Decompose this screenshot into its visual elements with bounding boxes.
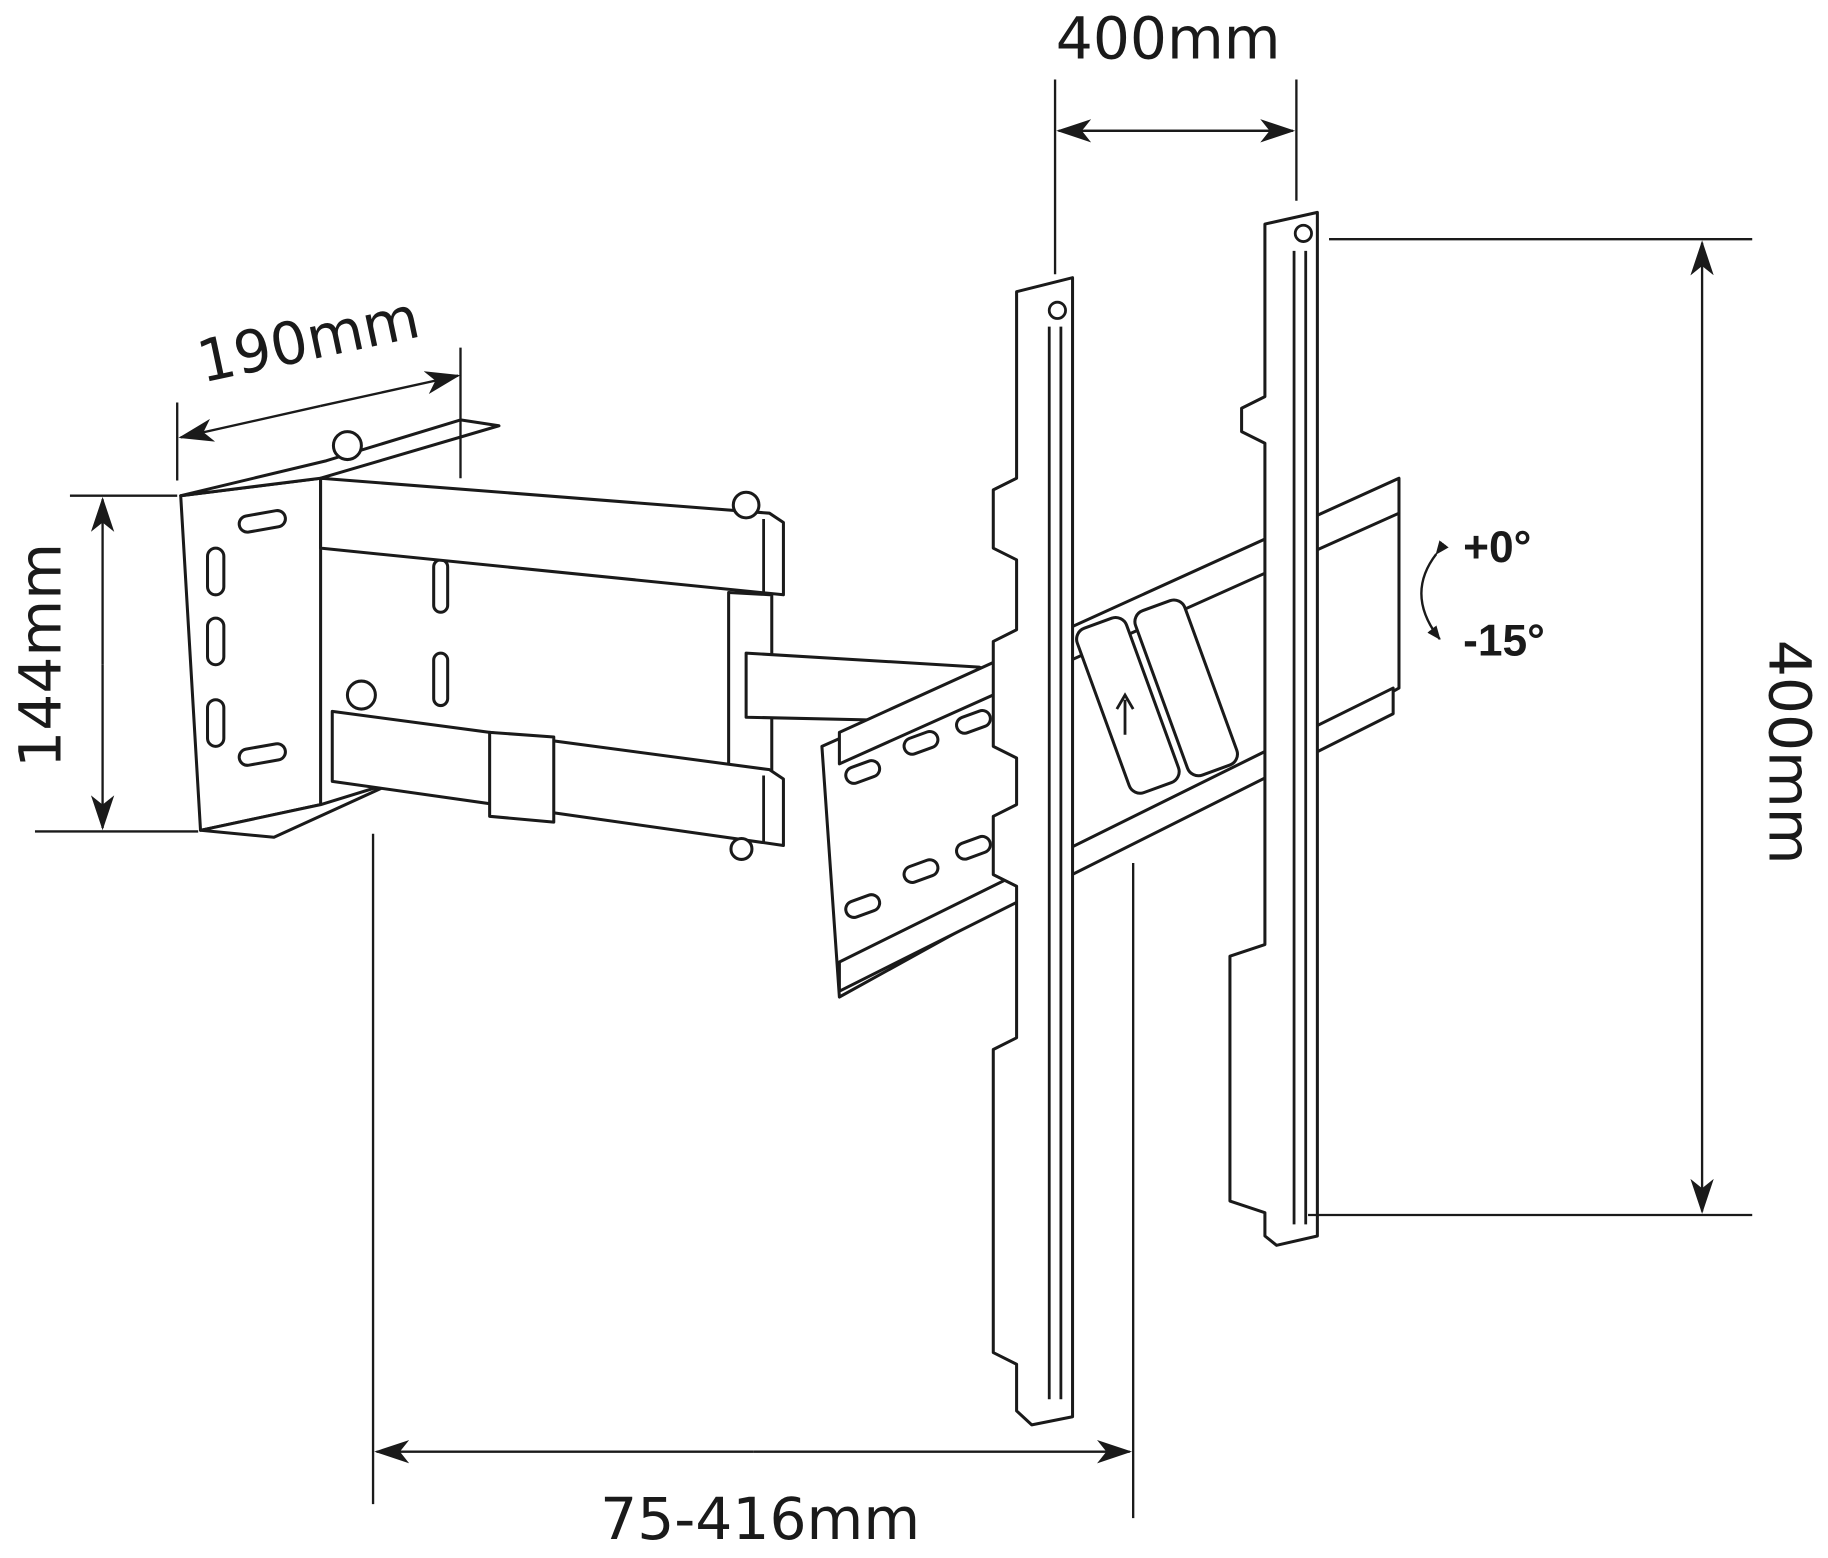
vesa-width-label: 400mm bbox=[1056, 5, 1281, 73]
dimension-extension: 75-416mm bbox=[371, 833, 1135, 1553]
dimension-vesa-width: 400mm bbox=[1053, 5, 1298, 275]
dimension-wall-plate-height: 144mm bbox=[7, 494, 199, 833]
tilt-down-label: -15° bbox=[1463, 616, 1545, 665]
tv-rail-right bbox=[1228, 210, 1319, 1247]
tilt-indicator: +0° -15° bbox=[1420, 523, 1545, 665]
swing-arms bbox=[319, 476, 1016, 861]
tilt-up-label: +0° bbox=[1463, 523, 1531, 572]
tv-crossbar bbox=[820, 476, 1401, 999]
vesa-height-label: 400mm bbox=[1756, 640, 1824, 865]
wall-plate-height-label: 144mm bbox=[7, 543, 75, 768]
tv-rail-left bbox=[991, 276, 1075, 1427]
wall-plate bbox=[179, 418, 501, 839]
arm-length-label: 190mm bbox=[191, 283, 425, 396]
tilt-arrow-icon bbox=[1420, 540, 1449, 641]
extension-label: 75-416mm bbox=[600, 1485, 920, 1553]
dimension-vesa-height: 400mm bbox=[1308, 238, 1824, 1217]
